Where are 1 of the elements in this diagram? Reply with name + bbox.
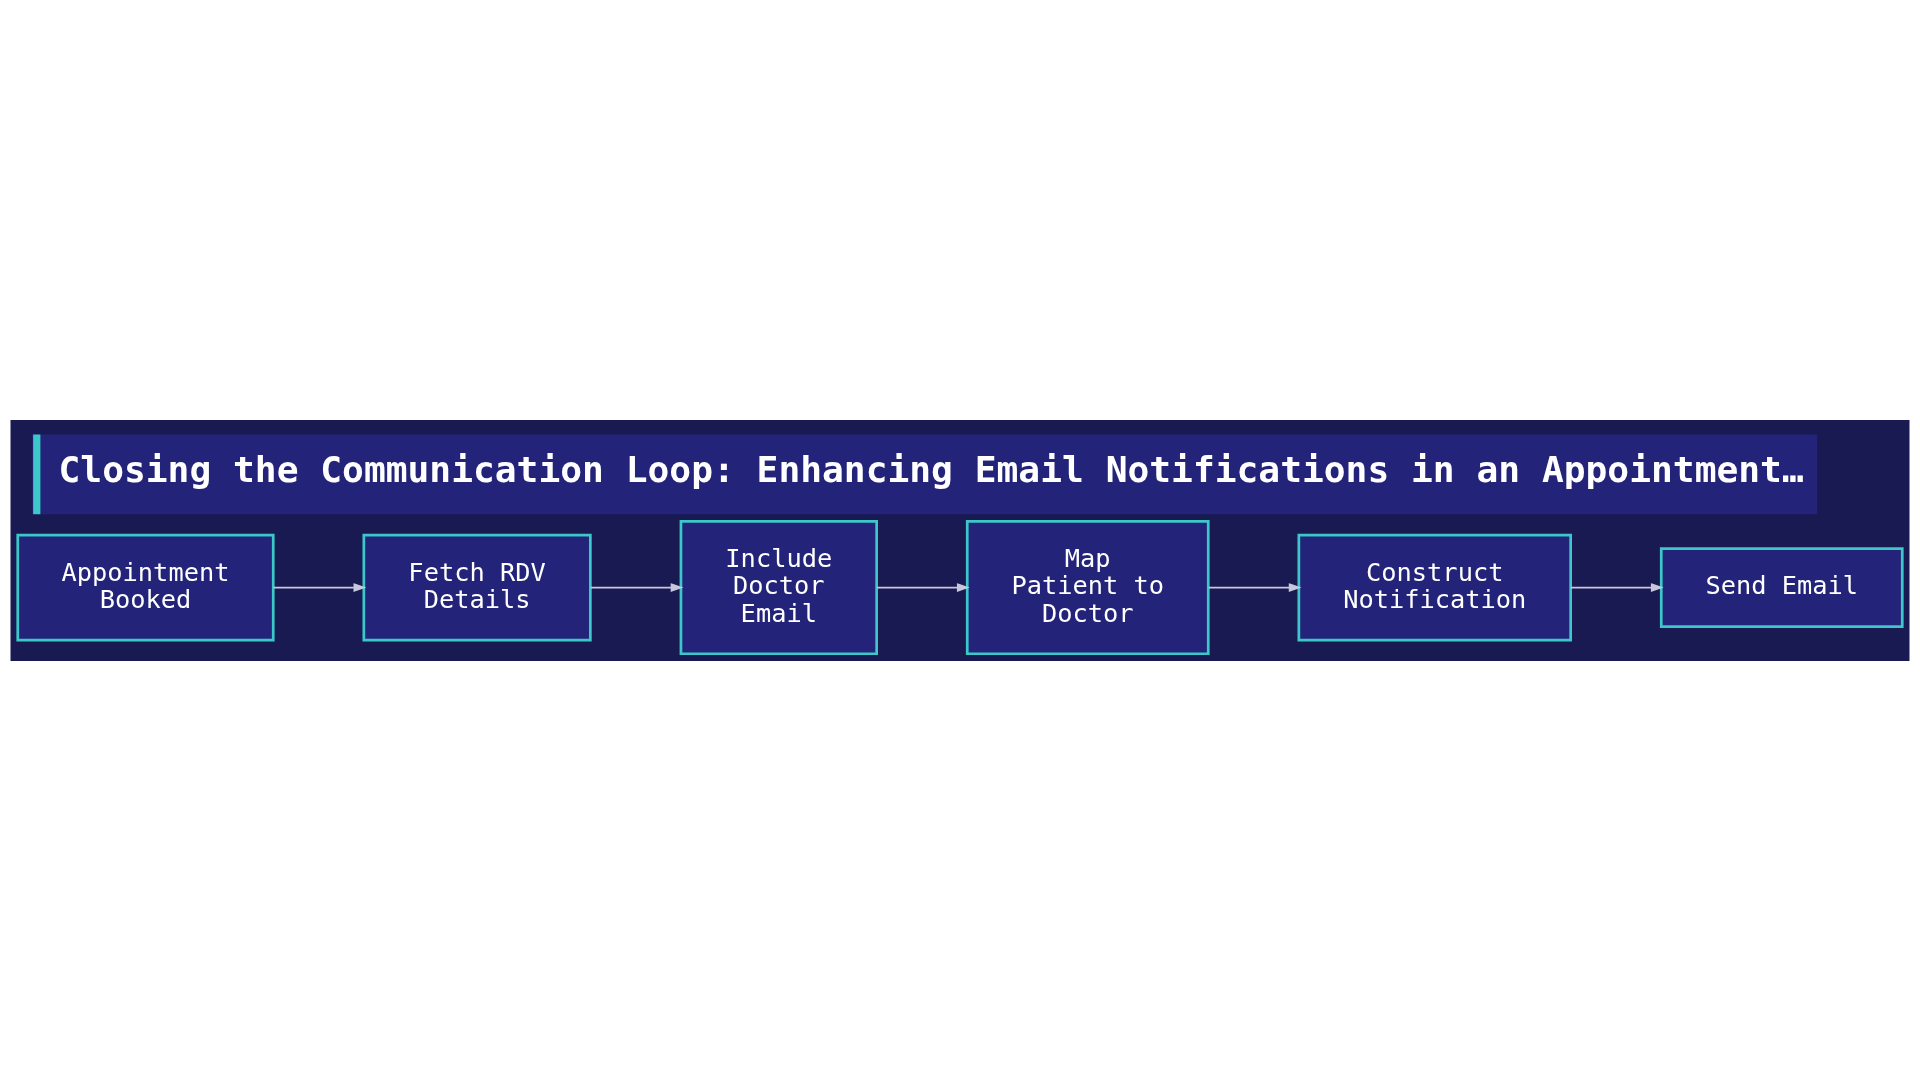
diagram-title: Closing the Communication Loop: Enhancing Email Notifications in an Appointment… — [58, 447, 1804, 491]
